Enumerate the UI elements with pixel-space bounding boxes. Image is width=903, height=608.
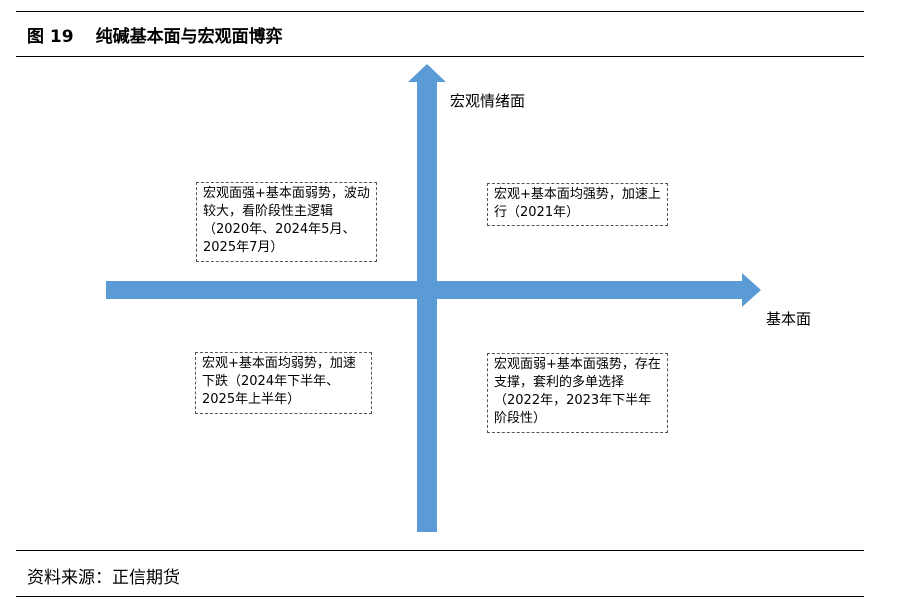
- footer-top-rule: [16, 550, 864, 551]
- figure-number: 图 19: [27, 27, 74, 47]
- vertical-axis-label: 宏观情绪面: [450, 92, 526, 110]
- top-rule: [16, 11, 864, 12]
- quadrant-bottom-left: 宏观+基本面均弱势，加速下跌（2024年下半年、2025年上半年）: [195, 352, 372, 414]
- horizontal-axis-arrow: [106, 273, 761, 307]
- quadrant-bottom-right: 宏观面弱+基本面强势，存在支撑，套利的多单选择（2022年，2023年下半年阶段…: [487, 353, 668, 433]
- horizontal-axis-label: 基本面: [766, 310, 812, 328]
- figure-title-text: 纯碱基本面与宏观面博弈: [95, 27, 283, 47]
- quadrant-top-right: 宏观+基本面均强势，加速上行（2021年）: [487, 183, 668, 226]
- footer-bottom-rule: [16, 596, 864, 597]
- source-note: 资料来源：正信期货: [27, 568, 180, 588]
- title-rule: [16, 56, 864, 57]
- quadrant-top-left: 宏观面强+基本面弱势，波动较大，看阶段性主逻辑（2020年、2024年5月、20…: [196, 182, 377, 262]
- figure-title: 图 19 纯碱基本面与宏观面博弈: [27, 22, 283, 47]
